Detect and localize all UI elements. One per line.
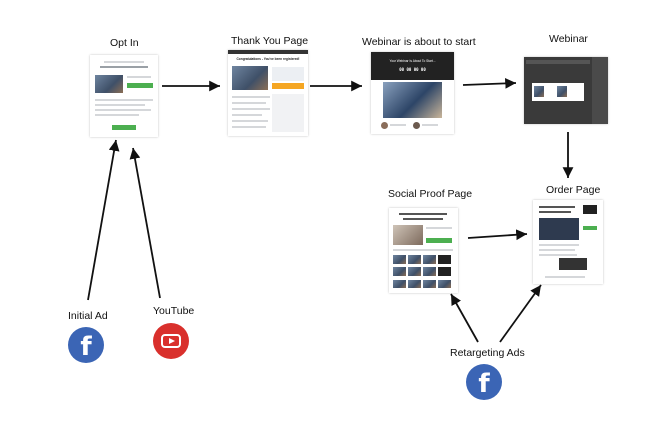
order-page-thumbnail bbox=[533, 200, 603, 284]
arrow-retargeting-to-order bbox=[499, 284, 542, 343]
webinar-start-headline: Your Webinar Is About To Start... bbox=[389, 59, 436, 63]
arrow-webinarstart-to-webinar bbox=[462, 78, 517, 89]
source-label-initial-ad: Initial Ad bbox=[68, 310, 108, 322]
youtube-icon bbox=[153, 323, 189, 359]
node-label-order: Order Page bbox=[546, 184, 601, 196]
arrow-retargeting-to-social bbox=[450, 293, 479, 343]
source-label-youtube: YouTube bbox=[153, 305, 195, 317]
node-label-webinar: Webinar bbox=[549, 33, 588, 45]
retargeting-facebook-icon: f bbox=[466, 364, 502, 400]
node-label-webinar-start: Webinar is about to start bbox=[362, 36, 476, 48]
webinar-start-page-thumbnail: Your Webinar Is About To Start... 00 00 … bbox=[371, 52, 454, 134]
thank-you-headline: Congratulations - You've been registered… bbox=[236, 57, 300, 61]
arrow-youtube-to-optin bbox=[129, 147, 161, 299]
opt-in-page-thumbnail bbox=[90, 55, 158, 137]
webinar-page-thumbnail bbox=[524, 57, 608, 124]
initial-ad-facebook-icon: f bbox=[68, 327, 104, 363]
thank-you-page-thumbnail: Congratulations - You've been registered… bbox=[228, 50, 308, 136]
webinar-start-timer: 00 00 00 00 bbox=[399, 67, 426, 72]
node-label-social-proof: Social Proof Page bbox=[388, 188, 473, 200]
arrow-social-to-order bbox=[467, 229, 528, 241]
arrow-initialad-to-optin bbox=[87, 139, 120, 301]
node-label-opt-in: Opt In bbox=[110, 37, 139, 49]
node-label-thank-you: Thank You Page bbox=[231, 35, 309, 47]
source-label-retargeting: Retargeting Ads bbox=[450, 347, 525, 359]
social-proof-page-thumbnail bbox=[389, 208, 458, 293]
